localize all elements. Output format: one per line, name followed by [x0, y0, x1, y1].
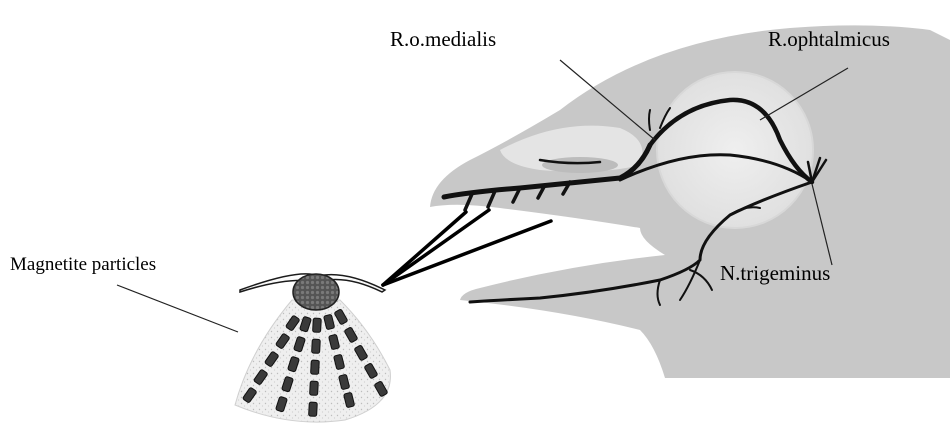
- nostril: [542, 157, 618, 173]
- label-r-ophtalmicus: R.ophtalmicus: [768, 29, 890, 50]
- label-r-o-medialis: R.o.medialis: [390, 29, 496, 50]
- label-magnetite-particles: Magnetite particles: [10, 255, 156, 274]
- nerve-terminal-knob: [293, 274, 339, 310]
- label-n-trigeminus: N.trigeminus: [720, 263, 830, 284]
- zoom-lines: [383, 210, 551, 285]
- magnetite-receptor: [235, 274, 390, 422]
- eye-region: [657, 72, 813, 228]
- leader-magnetite: [117, 285, 238, 332]
